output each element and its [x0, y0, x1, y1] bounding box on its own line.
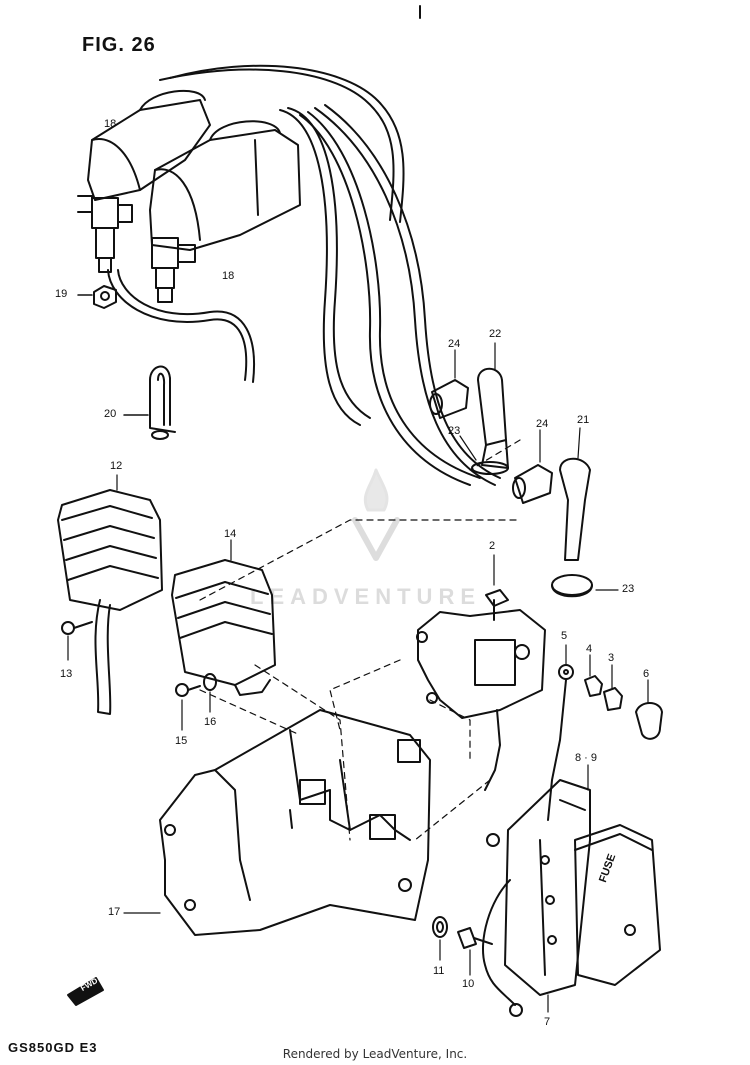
callout-5: 5 [561, 630, 568, 642]
watermark-text: LEADVENTURE [250, 584, 482, 609]
starter-relay [416, 554, 546, 791]
callout-4: 4 [586, 643, 593, 655]
callout-24-lower: 24 [536, 418, 549, 430]
plug-cap-22 [471, 342, 509, 475]
cap-6 [635, 679, 663, 740]
callout-18-front: 18 [222, 270, 235, 282]
nut-19 [93, 285, 117, 309]
fuse-cover-8-9 [574, 764, 661, 986]
callout-6: 6 [643, 668, 650, 680]
plug-cap-21 [551, 427, 593, 598]
high-tension-leads [107, 64, 501, 486]
cap-24-lower [512, 429, 553, 504]
callout-13: 13 [60, 668, 73, 680]
callout-23-upper: 23 [448, 425, 461, 437]
nut-4 [584, 654, 603, 697]
callout-14: 14 [224, 528, 237, 540]
callout-11: 11 [433, 965, 445, 977]
callout-20: 20 [104, 408, 117, 420]
callout-7: 7 [544, 1016, 551, 1028]
callout-24-upper: 24 [448, 338, 461, 350]
callout-3: 3 [608, 652, 615, 664]
screw-13 [61, 621, 93, 661]
callout-21: 21 [577, 414, 590, 426]
leadventure-logo-icon [352, 468, 400, 561]
callout-19: 19 [55, 288, 68, 300]
ignition-coil-rear [77, 89, 211, 273]
regulator-12 [57, 474, 163, 715]
callout-12: 12 [110, 460, 123, 472]
fuse-box-wire [481, 879, 523, 1017]
callout-22: 22 [489, 328, 502, 340]
callout-10: 10 [462, 978, 475, 990]
callout-16: 16 [204, 716, 217, 728]
washer-16 [203, 673, 217, 713]
nut-3 [603, 664, 623, 711]
callout-8-9: 8 · 9 [575, 752, 598, 764]
cap-24-upper [429, 349, 469, 419]
screw-2 [485, 589, 509, 621]
assembly-dashed-lines [199, 439, 521, 841]
leader-23a [459, 435, 477, 461]
ignition-coil-front [149, 120, 301, 303]
figure-title: FIG. 26 [82, 34, 156, 56]
clamp-20 [149, 365, 176, 440]
screw-10 [457, 927, 493, 976]
fuse-box-7 [486, 779, 591, 996]
bracket-17 [159, 709, 431, 936]
callout-2: 2 [489, 540, 496, 552]
callout-23-lower: 23 [622, 583, 635, 595]
callout-17: 17 [108, 906, 121, 918]
screw-15 [175, 683, 201, 731]
washer-11 [432, 916, 448, 961]
rectifier-14 [171, 539, 276, 696]
model-code: GS850GD E3 [8, 1040, 98, 1055]
callout-15: 15 [175, 735, 188, 747]
callout-18-rear: 18 [104, 118, 117, 130]
forward-arrow-icon [67, 977, 104, 1006]
wire-5 [547, 644, 574, 821]
footer-credit: Rendered by LeadVenture, Inc. [282, 1047, 468, 1061]
